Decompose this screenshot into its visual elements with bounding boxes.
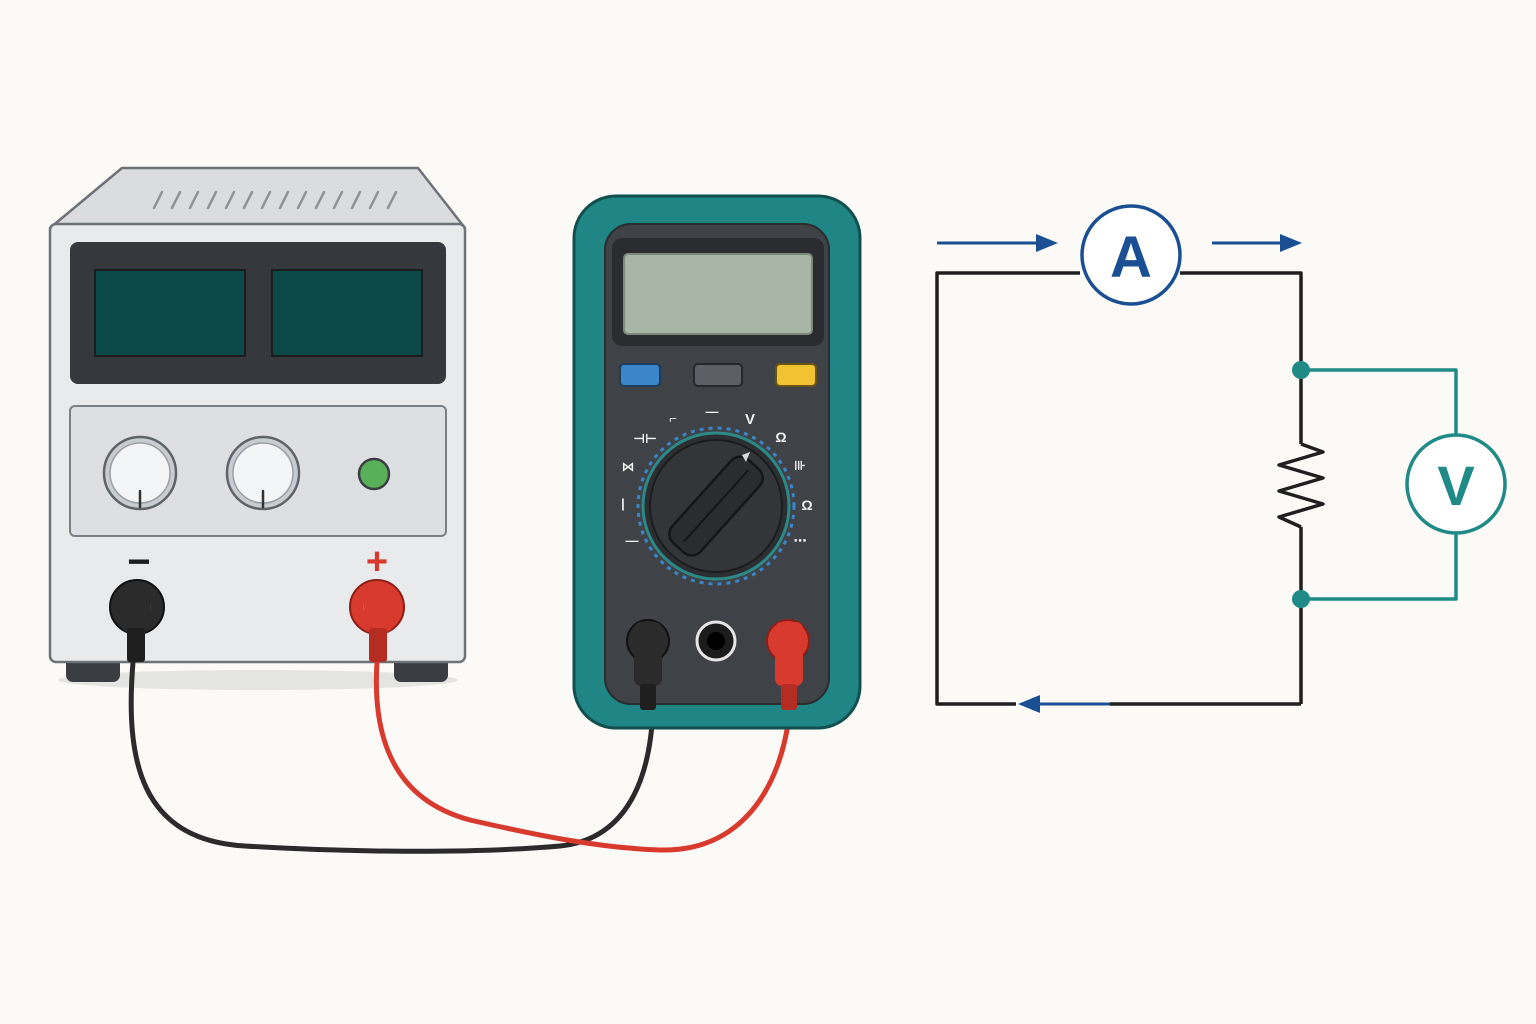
function-button-yellow[interactable] — [775, 363, 817, 387]
rotary-selector-dial[interactable] — [636, 426, 796, 586]
voltmeter-leads — [1301, 368, 1458, 601]
black-plug-psu — [122, 588, 150, 662]
hold-button[interactable] — [693, 363, 743, 387]
red-plug-psu — [364, 588, 392, 662]
power-supply: − + — [48, 166, 467, 690]
circuit-schematic: A V — [935, 204, 1507, 713]
ammeter-symbol: A — [1080, 204, 1182, 306]
red-test-lead[interactable] — [373, 659, 793, 853]
dial-label-ohms-upper: Ω — [775, 429, 786, 445]
power-supply-shadow — [58, 670, 458, 690]
dial-mark: — — [626, 533, 639, 548]
dial-mark: ⊪ — [794, 458, 806, 473]
positive-terminal-label: + — [366, 541, 388, 583]
ma-jack[interactable] — [695, 620, 737, 662]
voltage-display — [94, 269, 246, 357]
current-direction-arrows — [937, 234, 1302, 713]
black-plug-meter — [634, 622, 662, 710]
multimeter: ⊣⊢ ⋈ | — ⌐ — ⊪ ⋯ V Ω Ω — [572, 194, 862, 730]
dial-mark: ⋈ — [622, 459, 635, 474]
dial-pointer-icon — [742, 452, 750, 462]
voltmeter-label: V — [1437, 454, 1474, 517]
voltage-knob[interactable] — [102, 435, 178, 511]
dial-mark: — — [706, 404, 719, 419]
current-knob[interactable] — [225, 435, 301, 511]
dial-mark: ⋯ — [794, 533, 807, 548]
red-plug-meter — [775, 622, 803, 710]
vent-slots — [152, 190, 398, 210]
black-test-lead[interactable] — [128, 659, 656, 854]
current-display — [271, 269, 423, 357]
dial-label-ohms-lower: Ω — [801, 497, 812, 513]
voltmeter-node-top — [1292, 361, 1310, 379]
ammeter-label: A — [1110, 225, 1152, 290]
dial-mark: | — [621, 496, 625, 511]
dial-mark: ⌐ — [669, 411, 677, 426]
power-supply-top — [48, 166, 467, 230]
dial-label-volts: V — [745, 411, 755, 428]
power-led-indicator — [357, 457, 391, 491]
resistor-symbol — [1277, 442, 1325, 529]
negative-terminal-label: − — [127, 540, 150, 584]
test-leads — [128, 659, 793, 854]
function-button-blue[interactable] — [619, 363, 661, 387]
lcd-screen — [623, 253, 813, 335]
voltmeter-symbol: V — [1405, 433, 1507, 535]
voltmeter-node-bottom — [1292, 590, 1310, 608]
circuit-wires — [935, 271, 1325, 706]
dial-mark: ⊣⊢ — [633, 431, 657, 446]
dial-range-marks: ⊣⊢ ⋈ | — ⌐ — ⊪ ⋯ — [621, 404, 806, 548]
